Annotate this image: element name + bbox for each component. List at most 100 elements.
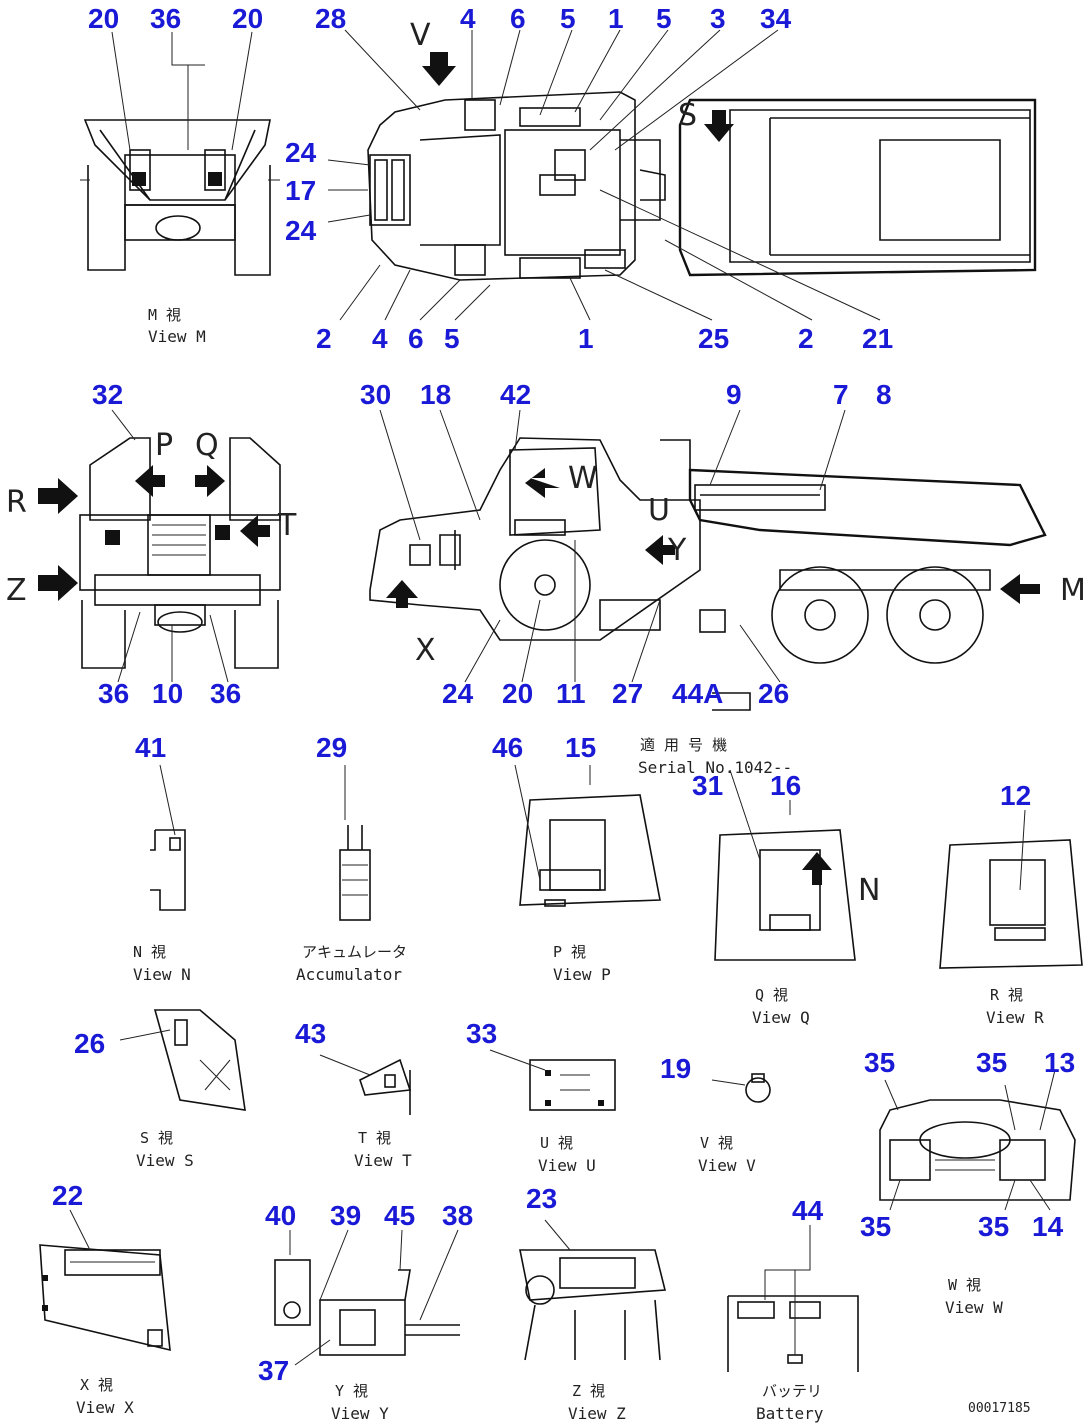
callout-number: 15 [565, 732, 596, 763]
callout-number: 24 [442, 678, 474, 709]
caption-jp: S 視 [140, 1129, 173, 1147]
battery-drawing [727, 1295, 859, 1372]
arrow-letter: N [858, 873, 880, 908]
callout-number: 35 [864, 1047, 895, 1078]
view-p-drawing [519, 794, 661, 907]
callout-number: 42 [500, 379, 531, 410]
callout-number: 35 [978, 1211, 1009, 1242]
callout-number: 45 [384, 1200, 415, 1231]
callout-number: 22 [52, 1180, 83, 1211]
callout-number: 43 [295, 1018, 326, 1049]
caption-jp: X 視 [80, 1376, 113, 1394]
arrow-letter: P [155, 428, 173, 463]
caption-en: View P [553, 965, 611, 984]
view-v-drawing [745, 1073, 771, 1103]
callout-number: 20 [88, 3, 119, 34]
caption-jp: T 視 [358, 1129, 391, 1147]
caption-en: View N [133, 965, 191, 984]
callout-number: 23 [526, 1183, 557, 1214]
callout-number: 34 [760, 3, 792, 34]
caption-en: View V [698, 1156, 756, 1175]
callout-number: 38 [442, 1200, 473, 1231]
callout-number: 11 [556, 678, 586, 709]
rear-view-callouts: 32 36 10 36 [92, 379, 241, 709]
callout-number: 20 [502, 678, 533, 709]
callout-number: 5 [560, 3, 576, 34]
caption-en: Accumulator [296, 965, 402, 984]
arrow-letter: U [648, 493, 670, 528]
callout-number: 41 [135, 732, 166, 763]
callout-number: 35 [860, 1211, 891, 1242]
callout-number: 19 [660, 1053, 691, 1084]
caption-jp: Q 視 [755, 986, 788, 1004]
callout-number: 2 [798, 323, 814, 354]
callout-number: 16 [770, 770, 801, 801]
callout-number: 5 [656, 3, 672, 34]
callout-number: 20 [232, 3, 263, 34]
callout-number: 35 [976, 1047, 1007, 1078]
callout-number: 13 [1044, 1047, 1075, 1078]
caption-jp: R 視 [990, 986, 1023, 1004]
callout-number: 36 [98, 678, 129, 709]
arrow-letter: T [277, 508, 297, 543]
view-z-drawing [519, 1249, 667, 1361]
callout-number: 4 [372, 323, 388, 354]
caption-en: Battery [756, 1404, 824, 1423]
caption-jp: V 視 [700, 1134, 733, 1152]
callout-number: 40 [265, 1200, 296, 1231]
callout-number: 36 [210, 678, 241, 709]
arrow-letter: W [568, 461, 598, 496]
callout-number: 10 [152, 678, 183, 709]
serial-en: Serial No.1042-- [638, 758, 792, 777]
caption-jp: W 視 [948, 1276, 981, 1294]
leader-lines [69, 29, 1056, 1366]
callout-number: 26 [74, 1028, 105, 1059]
row3-callouts: 41 29 46 15 31 16 12 [135, 732, 1031, 811]
row5-callouts: 22 40 39 45 38 37 23 44 [52, 1180, 824, 1386]
view-x-drawing [39, 1244, 171, 1352]
caption-en: View Q [752, 1008, 810, 1027]
callout-number: 29 [316, 732, 347, 763]
top-view-callouts: 28 4 6 5 1 5 3 34 24 17 24 2 4 6 5 1 25 … [285, 3, 893, 354]
callout-number: 24 [285, 137, 317, 168]
callout-number: 37 [258, 1355, 289, 1386]
view-r-drawing [939, 839, 1083, 969]
callout-number: 27 [612, 678, 643, 709]
view-captions: M 視 View M N 視 View N アキュムレータ Accumulato… [76, 306, 1044, 1423]
callout-number: 25 [698, 323, 729, 354]
accumulator-drawing [339, 825, 371, 921]
callout-number: 31 [692, 770, 723, 801]
view-n-drawing [150, 829, 186, 911]
callout-number: 46 [492, 732, 523, 763]
caption-jp: Y 視 [335, 1382, 368, 1400]
callout-number: 1 [578, 323, 594, 354]
callout-number: 24 [285, 215, 317, 246]
view-w-drawing [879, 1099, 1076, 1201]
caption-jp: P 視 [553, 943, 586, 961]
callout-number: 3 [710, 3, 726, 34]
callout-number: 17 [285, 175, 316, 206]
callout-number: 9 [726, 379, 742, 410]
view-t-drawing [359, 1058, 412, 1115]
view-arrow-labels: V S R P Q T Z W U X M N Y [6, 18, 1086, 908]
callout-number: 32 [92, 379, 123, 410]
view-s-drawing [153, 1009, 246, 1111]
view-m-drawing [80, 119, 280, 276]
arrow-letter: R [6, 485, 27, 520]
callout-number: 6 [510, 3, 526, 34]
caption-jp: M 視 [148, 306, 181, 324]
caption-en: View R [986, 1008, 1044, 1027]
arrow-letter: M [1060, 573, 1086, 608]
caption-jp: Z 視 [572, 1382, 605, 1400]
callout-number: 28 [315, 3, 346, 34]
caption-jp: アキュムレータ [302, 943, 407, 961]
arrow-letter: Q [195, 428, 219, 463]
callout-number: 6 [408, 323, 424, 354]
side-view-callouts: 30 18 42 9 7 8 24 20 11 27 44A 26 [360, 379, 892, 709]
callout-number: 26 [758, 678, 789, 709]
view-y-drawing [274, 1259, 460, 1356]
side-view-drawing [369, 437, 1047, 711]
callout-number: 44 [792, 1195, 824, 1226]
caption-jp: バッテリ [762, 1382, 822, 1400]
caption-en: View M [148, 327, 206, 346]
